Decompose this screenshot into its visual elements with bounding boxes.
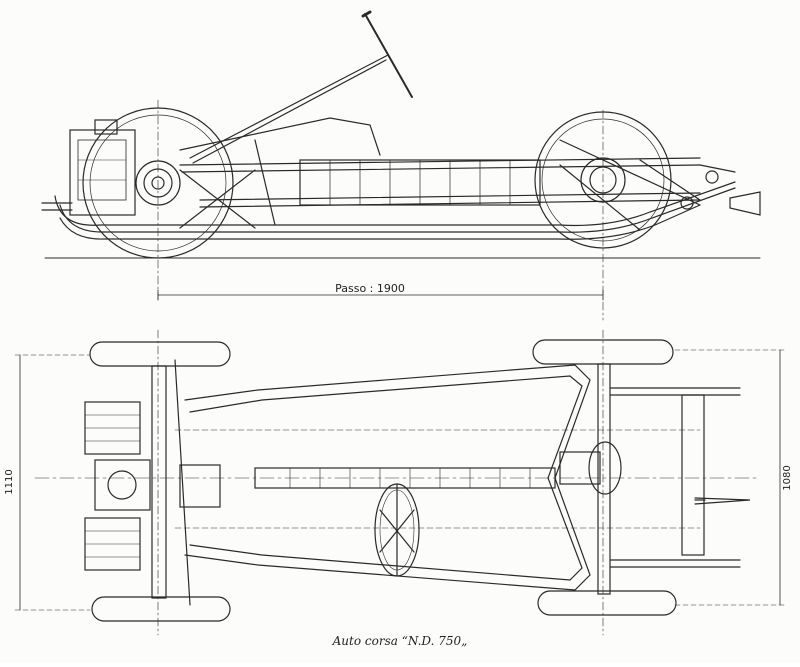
track-dimensions: [14, 349, 786, 611]
front-left-wheel-plan: [89, 341, 231, 367]
track-right-label: 1080: [782, 465, 793, 490]
frame-perimeter-plan: [184, 364, 591, 591]
engine-side: [41, 119, 136, 216]
front-right-wheel-plan: [91, 596, 231, 622]
drawing-caption: Auto corsa “N.D. 750„: [332, 634, 468, 648]
track-left-label: 1110: [4, 469, 15, 494]
steering-wheel-plan: [374, 483, 420, 577]
engine-plan: [84, 401, 221, 571]
frame-bracing-side: [179, 117, 701, 231]
rear-right-wheel-plan: [537, 590, 677, 616]
tank-side: [299, 159, 541, 206]
rear-subframe-plan: [609, 387, 751, 568]
wheelbase-label: Passo : 1900: [335, 282, 405, 295]
frame-rails-side: [54, 157, 736, 240]
plan-view: [14, 329, 786, 636]
front-axle-plan: [151, 359, 191, 606]
rear-end-side: [680, 164, 761, 216]
rear-axle-plan: [559, 363, 622, 595]
side-elevation-view: [41, 10, 761, 321]
wheelbase-dimension: [157, 289, 604, 301]
